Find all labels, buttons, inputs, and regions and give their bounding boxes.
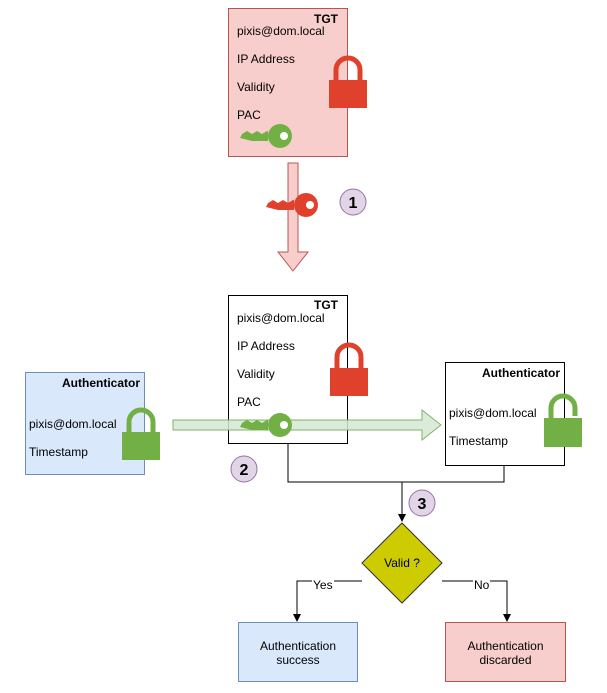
- outcome-discarded-line2: discarded: [479, 653, 532, 667]
- tgt-top-field-validity: Validity: [237, 80, 275, 94]
- decision-yes-label: Yes: [312, 578, 334, 592]
- connector-yes-arrowhead: [293, 614, 301, 622]
- tgt-top-title: TGT: [314, 12, 338, 26]
- tgt-top-field-pac: PAC: [237, 108, 261, 122]
- connector-no: [442, 580, 508, 616]
- connector-no-arrowhead: [503, 614, 511, 622]
- authenticator-left-field-principal: pixis@dom.local: [29, 417, 117, 431]
- authenticator-right-title: Authenticator: [482, 366, 560, 380]
- outcome-success-line2: success: [276, 653, 320, 667]
- authenticator-right-field-timestamp: Timestamp: [449, 434, 508, 448]
- connector-tgt-to-decision: [287, 444, 505, 483]
- tgt-middle-field-validity: Validity: [237, 367, 275, 381]
- authenticator-left-box: Authenticator pixis@dom.local Timestamp: [25, 372, 145, 475]
- authenticator-left-title: Authenticator: [62, 376, 140, 390]
- tgt-middle-title: TGT: [314, 298, 338, 312]
- outcome-discarded-box: Authentication discarded: [445, 622, 566, 682]
- connector-join-arrowhead: [398, 514, 406, 522]
- authenticator-right-field-principal: pixis@dom.local: [449, 406, 537, 420]
- tgt-middle-field-principal: pixis@dom.local: [237, 311, 325, 325]
- tgt-middle-field-pac: PAC: [237, 395, 261, 409]
- tgt-top-field-principal: pixis@dom.local: [237, 24, 325, 38]
- tgt-middle-field-ip: IP Address: [237, 339, 295, 353]
- authenticator-left-field-timestamp: Timestamp: [29, 445, 88, 459]
- tgt-top-box: TGT pixis@dom.local IP Address Validity …: [228, 8, 348, 157]
- authenticator-right-box: Authenticator pixis@dom.local Timestamp: [445, 362, 565, 466]
- red-block-arrow: [276, 162, 310, 272]
- tgt-middle-box: TGT pixis@dom.local IP Address Validity …: [228, 295, 348, 444]
- connector-yes: [296, 580, 362, 616]
- tgt-top-field-ip: IP Address: [237, 52, 295, 66]
- outcome-success-box: Authentication success: [238, 622, 358, 682]
- outcome-discarded-line1: Authentication: [467, 639, 544, 653]
- decision-no-label: No: [473, 578, 491, 592]
- outcome-success-line1: Authentication: [259, 639, 337, 653]
